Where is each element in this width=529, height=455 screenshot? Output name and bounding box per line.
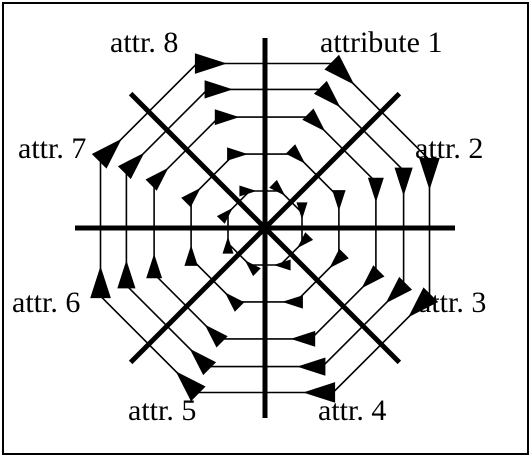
axis-label-attr-8: attr. 8 xyxy=(110,26,178,59)
arrowhead-ring5-edge5 xyxy=(303,382,336,403)
arrowhead-ring2-edge4 xyxy=(329,248,349,269)
arrowhead-ring1-edge5 xyxy=(273,259,291,271)
axis-labels: attribute 1 attr. 2 attr. 3 attr. 4 attr… xyxy=(12,26,486,427)
arrowhead-ring1-edge7 xyxy=(222,236,234,254)
arrowhead-ring1-edge2 xyxy=(269,179,286,196)
arrowhead-ring5-edge8 xyxy=(91,138,122,169)
arrowhead-ring5-edge3 xyxy=(419,157,440,190)
arrowhead-ring1-edge8 xyxy=(216,207,233,224)
axis-label-attr-7: attr. 7 xyxy=(18,132,86,165)
arrowhead-ring3-edge5 xyxy=(290,330,316,347)
axis-label-attr-3: attr. 3 xyxy=(418,286,486,319)
arrowhead-ring2-edge5 xyxy=(282,295,303,309)
axis-label-attribute-1: attribute 1 xyxy=(320,26,442,59)
arrowhead-ring4-edge4 xyxy=(385,276,413,304)
arrowhead-ring1-edge4 xyxy=(297,232,314,249)
arrowhead-ring1-edge3 xyxy=(296,202,308,220)
axis-label-attr-4: attr. 4 xyxy=(318,394,386,427)
axis-label-attr-5: attr. 5 xyxy=(128,394,196,427)
axis-label-attr-6: attr. 6 xyxy=(12,286,80,319)
arrowhead-ring2-edge2 xyxy=(285,144,306,164)
arrowhead-ring4-edge7 xyxy=(117,260,136,289)
arrowhead-ring2-edge6 xyxy=(224,292,245,312)
arrowhead-ring4-edge3 xyxy=(394,167,413,196)
arrowhead-ring3-edge2 xyxy=(302,108,326,132)
arrowhead-ring2-edge1 xyxy=(227,147,248,161)
arrowhead-ring3-edge1 xyxy=(214,109,240,126)
arrowhead-ring5-edge6 xyxy=(175,371,206,402)
arrowhead-ring2-edge8 xyxy=(181,187,201,208)
arrowheads xyxy=(90,53,440,403)
axes xyxy=(75,38,455,418)
axis-line-4 xyxy=(128,91,402,365)
arrowhead-ring4-edge5 xyxy=(297,357,326,376)
arrowhead-ring5-edge7 xyxy=(90,266,111,299)
arrowhead-ring1-edge6 xyxy=(244,260,261,277)
arrowhead-ring1-edge1 xyxy=(239,185,257,197)
arrowhead-ring5-edge1 xyxy=(194,53,227,74)
arrowhead-ring2-edge7 xyxy=(184,245,198,266)
axis-label-attr-2: attr. 2 xyxy=(415,132,483,165)
arrowhead-ring3-edge7 xyxy=(146,253,163,279)
arrowhead-ring3-edge8 xyxy=(145,167,169,191)
arrowhead-ring3-edge4 xyxy=(361,265,385,289)
arrowhead-ring3-edge3 xyxy=(367,177,384,203)
arrowhead-ring5-edge4 xyxy=(408,287,439,318)
arrowhead-ring4-edge6 xyxy=(189,348,217,376)
arrowhead-ring4-edge8 xyxy=(117,152,145,180)
arrowhead-ring3-edge6 xyxy=(204,324,228,348)
arrowhead-ring4-edge1 xyxy=(204,80,233,99)
arrowhead-ring4-edge2 xyxy=(313,80,341,108)
arrowhead-ring5-edge2 xyxy=(324,54,355,85)
arrowhead-ring2-edge3 xyxy=(332,190,346,211)
